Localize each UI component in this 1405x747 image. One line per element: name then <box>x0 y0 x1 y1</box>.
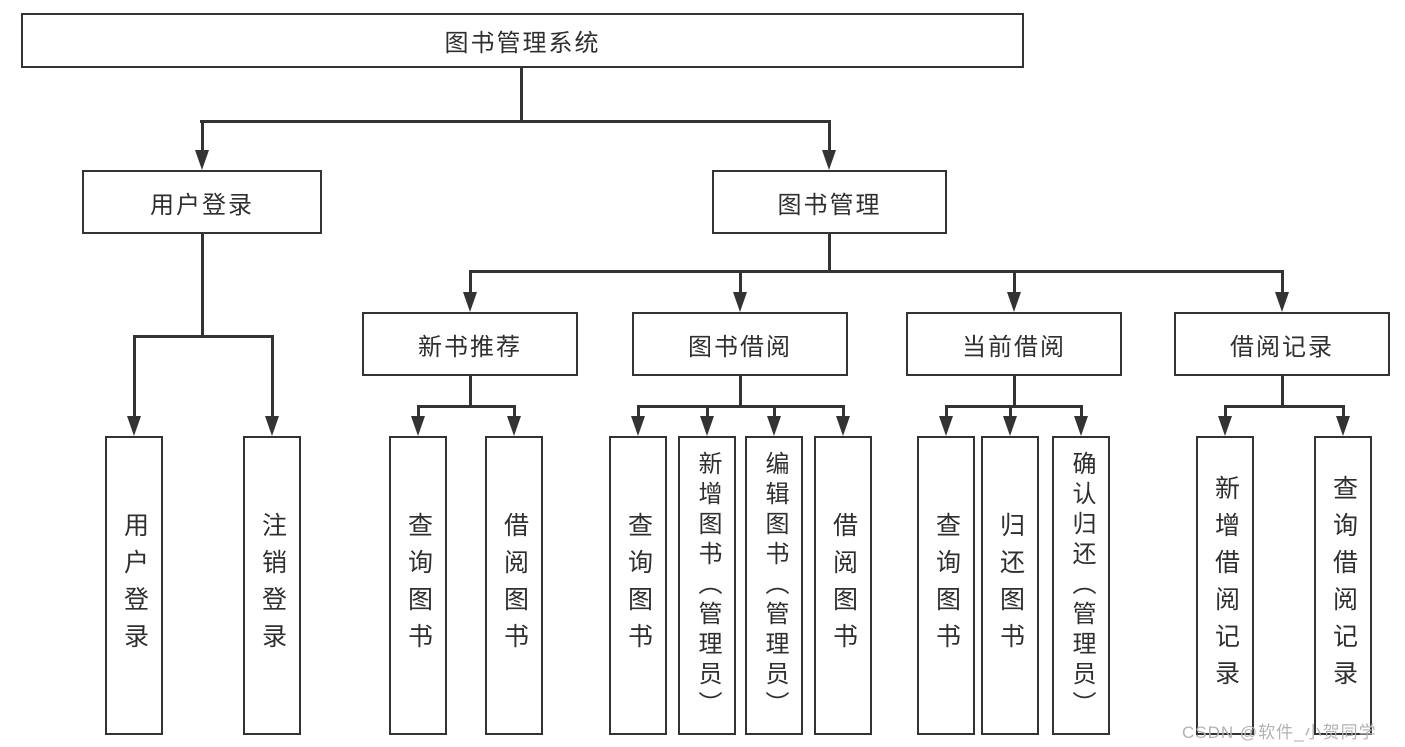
node-borrow-records: 借阅记录 <box>1174 312 1390 376</box>
leaf-query-borrow-record: 查询借阅记录 <box>1314 436 1372 735</box>
connector-line <box>636 405 845 408</box>
node-new-book-recommend: 新书推荐 <box>362 312 578 376</box>
connector-line <box>200 234 204 337</box>
arrow-down-icon <box>631 416 645 436</box>
connector-line <box>200 120 204 152</box>
arrow-down-icon <box>127 416 141 436</box>
arrow-down-icon <box>939 416 953 436</box>
leaf-user-login: 用户登录 <box>105 436 163 735</box>
leaf-confirm-return-admin: 确认归还（管理员） <box>1052 436 1110 735</box>
connector-line <box>416 405 420 418</box>
arrow-down-icon <box>463 292 477 312</box>
arrow-down-icon <box>767 416 781 436</box>
arrow-down-icon <box>822 150 836 170</box>
csdn-watermark: CSDN @软件_小贺同学 <box>1182 723 1377 742</box>
leaf-return-books: 归还图书 <box>981 436 1039 735</box>
arrow-down-icon <box>265 416 279 436</box>
node-library-management-system: 图书管理系统 <box>21 13 1024 68</box>
connector-line <box>705 405 709 418</box>
connector-line <box>1341 405 1345 418</box>
arrow-down-icon <box>507 416 521 436</box>
connector-line <box>738 376 742 407</box>
arrow-down-icon <box>411 416 425 436</box>
connector-line <box>827 120 831 152</box>
node-book-borrow: 图书借阅 <box>632 312 848 376</box>
connector-line <box>738 270 742 293</box>
connector-line <box>199 120 831 123</box>
connector-line <box>944 405 948 418</box>
connector-line <box>944 405 1083 408</box>
leaf-add-borrow-record: 新增借阅记录 <box>1196 436 1254 735</box>
connector-line <box>512 405 516 418</box>
connector-line <box>1012 376 1016 407</box>
arrow-down-icon <box>1007 292 1021 312</box>
connector-line <box>132 335 274 338</box>
arrow-down-icon <box>700 416 714 436</box>
connector-line <box>1012 270 1016 293</box>
connector-line <box>132 335 136 418</box>
leaf-logout: 注销登录 <box>243 436 301 735</box>
connector-line <box>1079 405 1083 418</box>
leaf-query-books-recommend: 查询图书 <box>389 436 447 735</box>
connector-line <box>1223 405 1227 418</box>
leaf-borrow-books: 借阅图书 <box>814 436 872 735</box>
connector-line <box>636 405 640 418</box>
leaf-query-books-current: 查询图书 <box>917 436 975 735</box>
arrow-down-icon <box>1218 416 1232 436</box>
connector-line <box>841 405 845 418</box>
leaf-query-books-borrow: 查询图书 <box>609 436 667 735</box>
connector-line <box>1223 405 1345 408</box>
arrow-down-icon <box>1074 416 1088 436</box>
arrow-down-icon <box>1003 416 1017 436</box>
arrow-down-icon <box>1336 416 1350 436</box>
arrow-down-icon <box>733 292 747 312</box>
arrow-down-icon <box>1275 292 1289 312</box>
connector-line <box>1280 270 1284 293</box>
connector-line <box>270 335 274 418</box>
connector-line <box>468 376 472 407</box>
node-book-management: 图书管理 <box>712 170 947 234</box>
connector-line <box>1008 405 1012 418</box>
arrow-down-icon <box>836 416 850 436</box>
leaf-borrow-books-recommend: 借阅图书 <box>485 436 543 735</box>
connector-line <box>519 66 523 123</box>
connector-line <box>1280 376 1284 407</box>
connector-line <box>772 405 776 418</box>
connector-line <box>468 270 1284 273</box>
connector-line <box>827 233 831 272</box>
node-current-borrow: 当前借阅 <box>906 312 1122 376</box>
leaf-edit-books-admin: 编辑图书（管理员） <box>745 436 803 735</box>
connector-line <box>468 270 472 293</box>
connector-line <box>416 405 516 408</box>
node-user-login: 用户登录 <box>82 170 322 234</box>
leaf-add-books-admin: 新增图书（管理员） <box>678 436 736 735</box>
arrow-down-icon <box>195 150 209 170</box>
